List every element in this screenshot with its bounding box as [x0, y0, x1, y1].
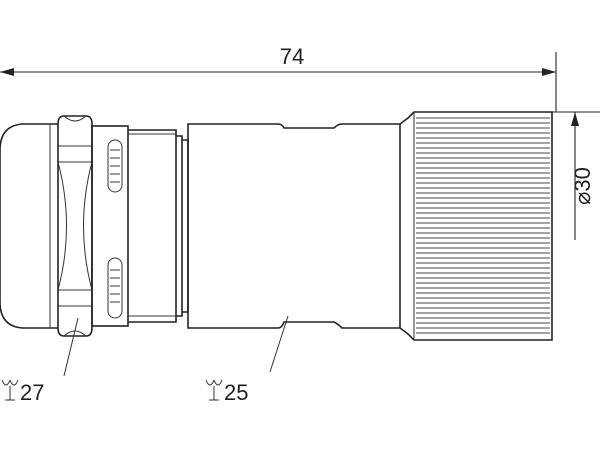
wrench-size-27-value: 27: [20, 380, 44, 405]
wrench-icon: [1, 379, 19, 401]
clamp-section: [91, 125, 129, 327]
diameter-dimension: ⌀30: [552, 111, 600, 240]
wrench-icon: [205, 379, 223, 401]
wrench-size-25: 25: [205, 379, 248, 405]
cable-gland-cap: [0, 123, 58, 329]
wrench-size-27: 27: [1, 379, 44, 405]
main-body: [187, 123, 401, 329]
wrench-size-25-value: 25: [224, 380, 248, 405]
hex-nut: [57, 115, 93, 337]
knurl-lines: [416, 117, 550, 334]
length-dimension: 74: [0, 44, 557, 112]
leader-line-27: [63, 317, 79, 377]
collar: [128, 129, 189, 323]
leader-line-25: [269, 315, 289, 373]
diameter-value: ⌀30: [570, 167, 595, 205]
knurled-coupling-nut: [399, 111, 553, 341]
length-value: 74: [280, 44, 304, 69]
